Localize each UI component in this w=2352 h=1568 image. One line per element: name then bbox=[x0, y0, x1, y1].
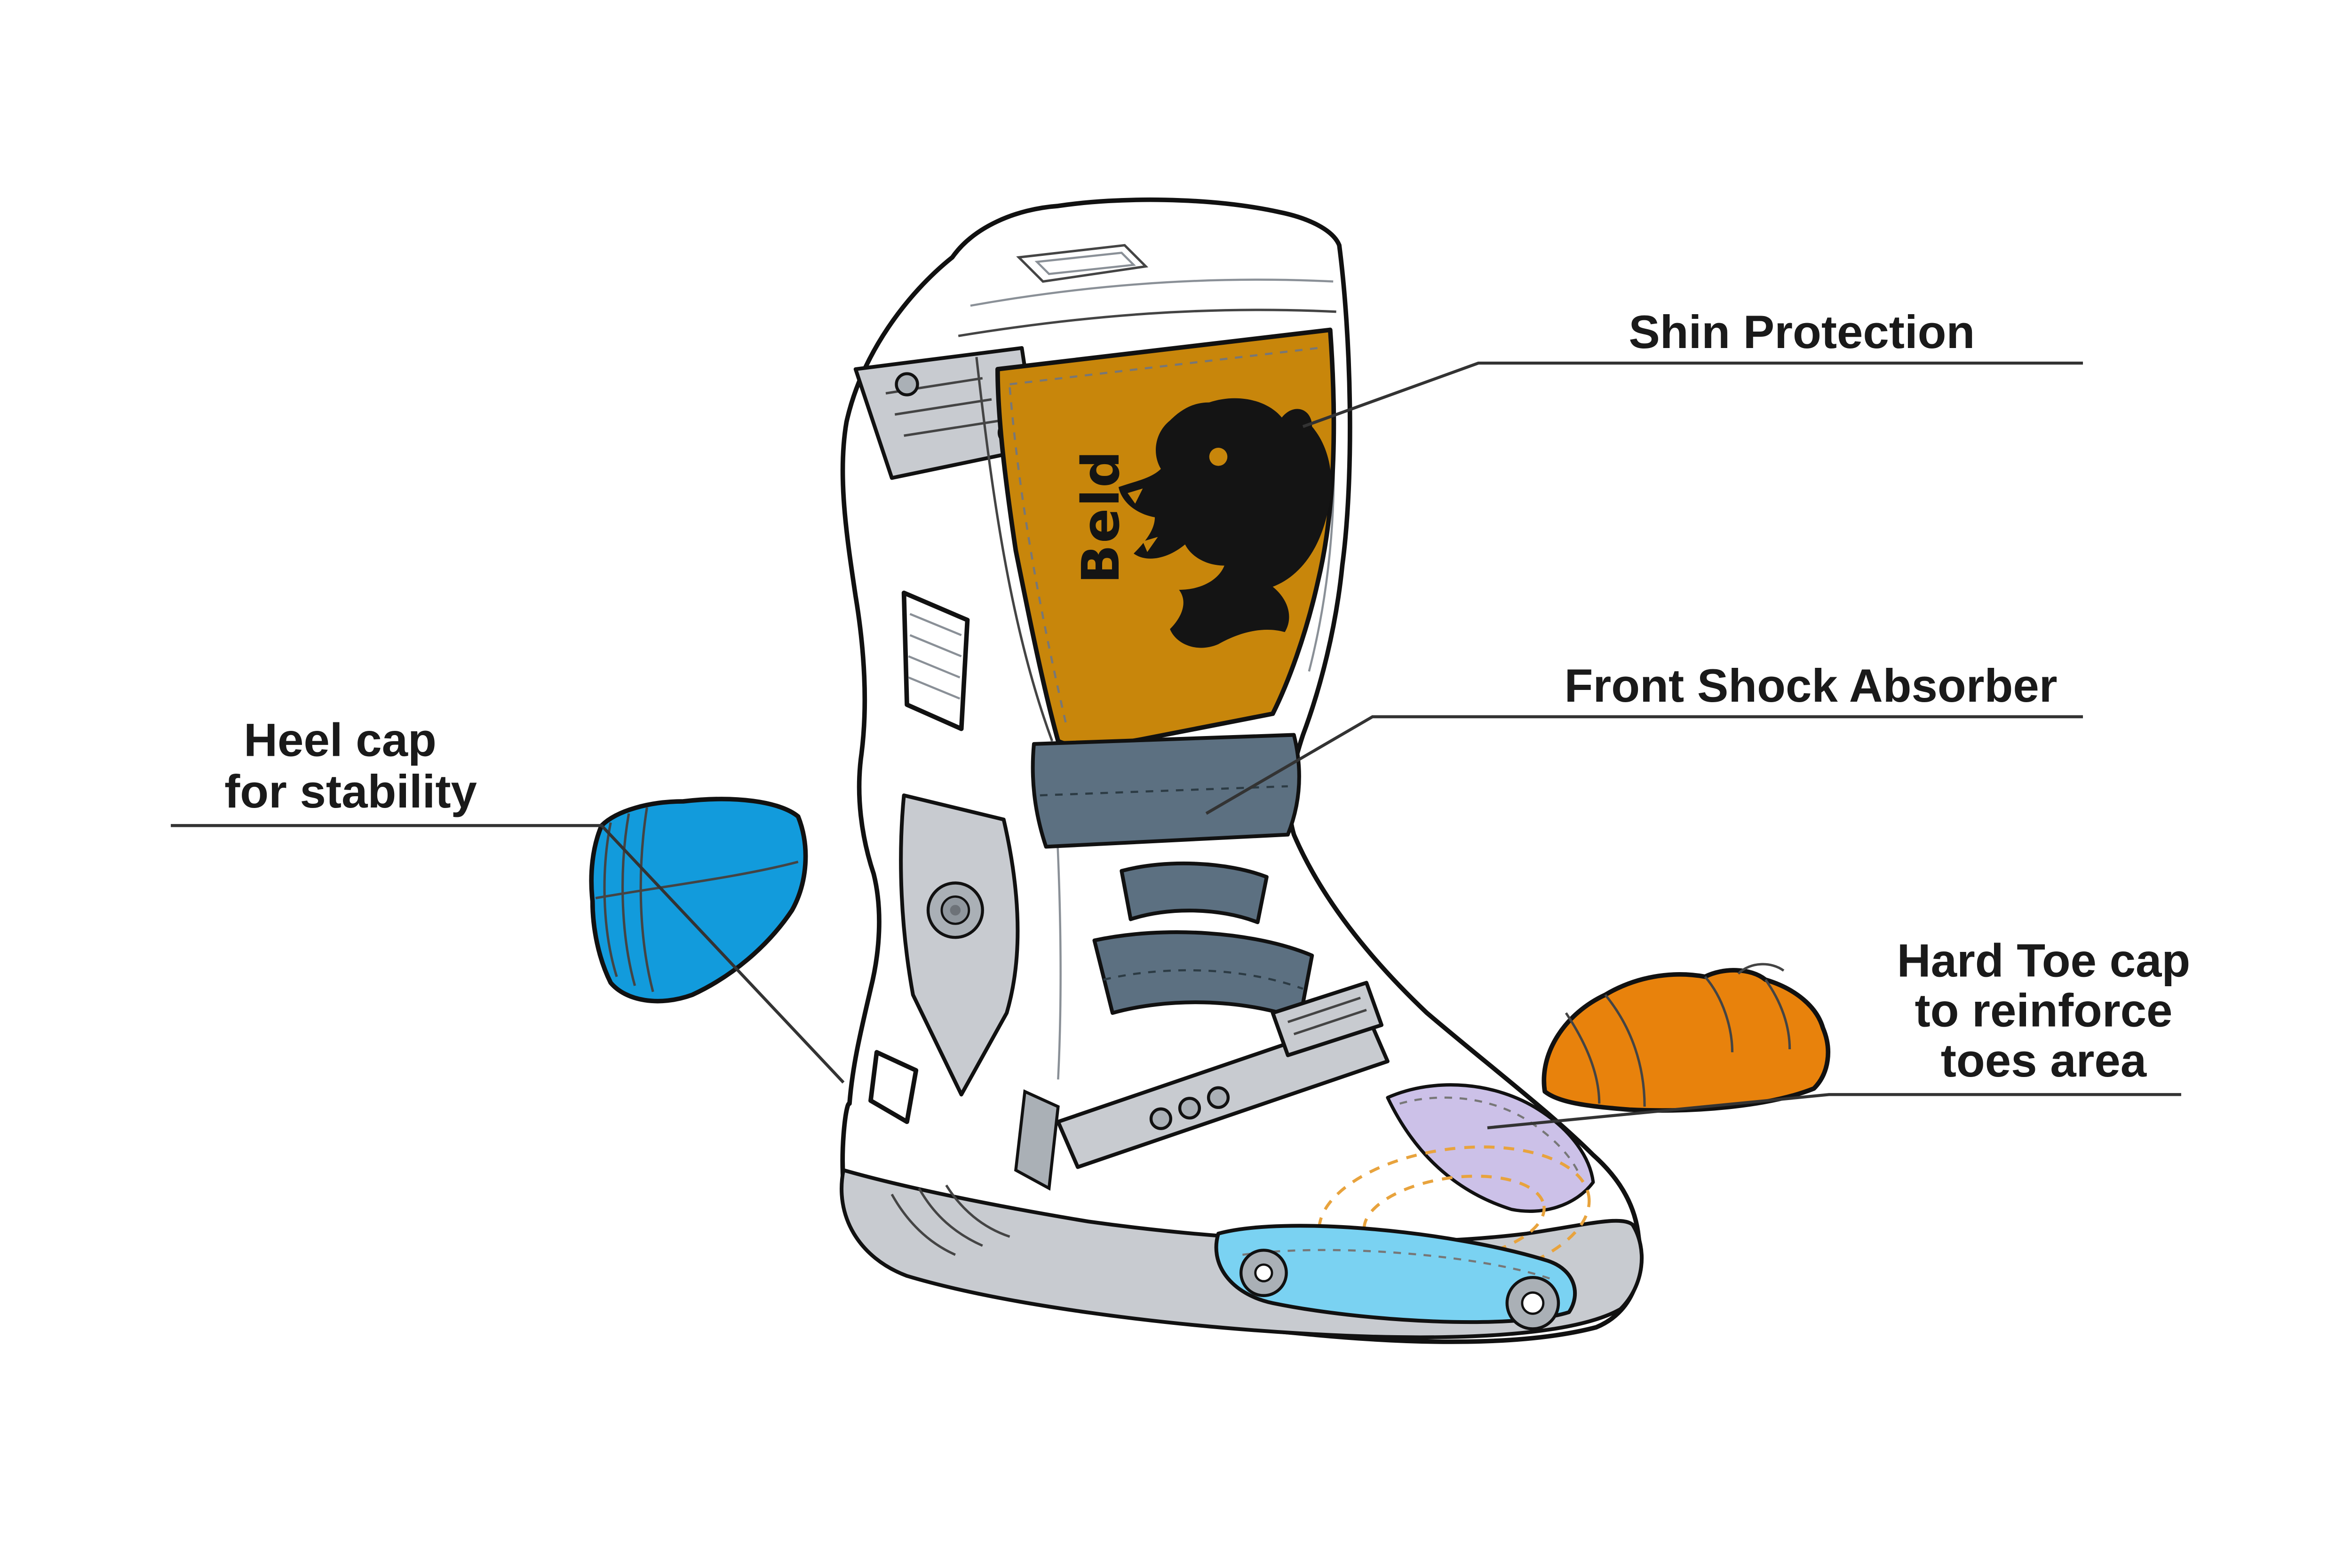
label-hard-toe-cap-line2: to reinforce bbox=[1915, 985, 2172, 1037]
strap-snap bbox=[1207, 1086, 1230, 1109]
label-shin-protection: Shin Protection bbox=[1629, 306, 1975, 358]
ankle-hinge bbox=[899, 793, 1020, 1097]
label-heel-cap-line1: Heel cap bbox=[244, 714, 437, 767]
boot-illustration: Beld bbox=[840, 197, 1644, 1344]
front-shock-absorber bbox=[1031, 733, 1314, 1021]
heel-cap-part bbox=[589, 797, 808, 1004]
leader-heel-cap bbox=[171, 824, 845, 1084]
shaft-mesh-vent bbox=[901, 590, 970, 731]
heel-ridges bbox=[890, 1184, 1010, 1256]
bear-logo-icon bbox=[1118, 398, 1332, 648]
label-heel-cap-line2: for stability bbox=[224, 766, 477, 818]
brand-text: Beld bbox=[1071, 449, 1131, 584]
strap-buckle bbox=[1271, 981, 1384, 1057]
strap-snap bbox=[1178, 1097, 1201, 1120]
strap-snap bbox=[1149, 1107, 1172, 1130]
heel-vents bbox=[868, 1050, 1060, 1191]
ankle-strap bbox=[1056, 981, 1390, 1169]
leader-lines bbox=[171, 361, 2181, 1130]
labels: Shin Protection Front Shock Absorber Hee… bbox=[224, 306, 2190, 1087]
label-hard-toe-cap-line3: toes area bbox=[1941, 1035, 2147, 1087]
leader-front-shock-absorber bbox=[1205, 715, 2083, 815]
shin-plate: Beld bbox=[995, 327, 1336, 748]
sole-shock-plate bbox=[1214, 1224, 1577, 1330]
leader-hard-toe-cap bbox=[1487, 1093, 2181, 1130]
leader-shin-protection bbox=[1302, 361, 2083, 428]
shock-slot bbox=[1120, 861, 1269, 925]
label-hard-toe-cap-line1: Hard Toe cap bbox=[1897, 935, 2191, 987]
cuff-details bbox=[958, 244, 1336, 337]
label-front-shock-absorber: Front Shock Absorber bbox=[1565, 660, 2058, 712]
toe-cap-part bbox=[1542, 963, 1830, 1113]
